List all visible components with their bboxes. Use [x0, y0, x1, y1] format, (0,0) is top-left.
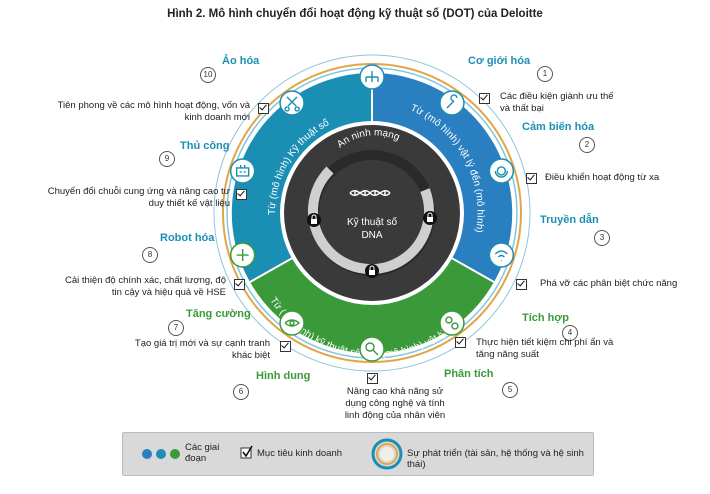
- stage-number-4: 4: [562, 325, 578, 341]
- legend-dot-green: [170, 449, 180, 459]
- stage-name-2: Cảm biến hóa: [522, 121, 595, 133]
- figure-title: Hình 2. Mô hình chuyển đổi hoạt động kỹ …: [167, 8, 543, 20]
- stage-number-5: 5: [502, 382, 518, 398]
- goal-text-5: Nâng cao khả năng sử dụng công nghệ và t…: [344, 386, 446, 421]
- stage-number-8: 8: [142, 247, 158, 263]
- eye-icon: [279, 310, 305, 336]
- goal-text-7: Cải thiện độ chính xác, chất lượng, độ t…: [65, 275, 226, 298]
- legend-dot-teal: [156, 449, 166, 459]
- stage-number-6: 6: [233, 384, 249, 400]
- magnifier-icon: [359, 336, 385, 362]
- security-ring-light: [307, 166, 434, 275]
- fingerprint-icon: [488, 158, 515, 184]
- stage-number-9: 9: [159, 151, 175, 167]
- stage-name-5: Phân tích: [444, 368, 494, 380]
- stage-name-1: Cơ giới hóa: [468, 55, 531, 67]
- legend-graphics: [142, 438, 403, 470]
- stage-name-10: Ảo hóa: [222, 55, 260, 67]
- goal-text-8: Chuyển đổi chuỗi cung ứng và nâng cao tư…: [47, 186, 230, 209]
- stage-name-4: Tích hợp: [522, 312, 569, 324]
- legend-checkbox-icon: [240, 447, 252, 459]
- plus-icon: [229, 242, 256, 268]
- stage-number-3: 3: [594, 230, 610, 246]
- goal-text-4: Thực hiện tiết kiệm chi phí ẩn và tăng n…: [476, 337, 614, 360]
- goal-text-6: Tạo giá trị mới và sự cạnh tranh khác bi…: [134, 338, 270, 361]
- goal-checkbox-icon: [526, 173, 537, 184]
- legend-development-label: Sự phát triển (tài sản, hệ thống và hệ s…: [407, 448, 584, 470]
- goal-checkbox-icon: [236, 189, 247, 200]
- stage-number-10: 10: [200, 67, 216, 83]
- stage-number-1: 1: [537, 66, 553, 82]
- stage-name-6: Hình dung: [256, 370, 311, 382]
- legend-goals-label: Mục tiêu kinh doanh: [257, 448, 343, 459]
- legend-box: Các giai đoạn Mục tiêu kinh doanh Sự phá…: [122, 432, 594, 476]
- lock-icon: [423, 211, 437, 225]
- legend-stages-label: Các giai đoạn: [185, 442, 220, 464]
- goal-checkbox-icon: [234, 279, 245, 290]
- goal-checkbox-icon: [280, 341, 291, 352]
- stage-name-3: Truyền dẫn: [540, 214, 599, 226]
- center-main-label-1: Kỹ thuật số: [347, 216, 397, 228]
- outer-ring: [213, 54, 531, 372]
- scissors-icon: [279, 90, 305, 116]
- goal-text-3: Phá vỡ các phân biệt chức năng: [540, 278, 678, 289]
- goal-text-2: Điều khiển hoạt động từ xa: [545, 172, 660, 183]
- stage-name-8: Robot hóa: [160, 232, 215, 244]
- goal-checkbox-icon: [367, 373, 378, 384]
- stage-number-7: 7: [168, 320, 184, 336]
- legend-development-ring-icon: [371, 438, 403, 470]
- stage-number-2: 2: [579, 137, 595, 153]
- wifi-icon: [488, 242, 515, 268]
- gears-icon: [439, 310, 465, 336]
- goal-text-9: Tiên phong về các mô hình hoạt động, vốn…: [57, 100, 250, 123]
- stage-name-9: Thủ công: [180, 140, 230, 152]
- goal-text-1: Các điều kiện giành ưu thế và thất bại: [500, 91, 614, 114]
- legend-dot-blue: [142, 449, 152, 459]
- lock-icon: [307, 213, 321, 227]
- development-ring: [222, 63, 522, 363]
- goal-checkbox-icon: [455, 337, 466, 348]
- network-icon: [359, 64, 385, 90]
- dna-icon: [349, 190, 391, 196]
- goal-checkbox-icon: [479, 93, 490, 104]
- stage-name-7: Tăng cường: [186, 308, 251, 320]
- goal-checkbox-icon: [258, 103, 269, 114]
- wrench-icon: [439, 90, 465, 116]
- robot-icon: [229, 158, 256, 184]
- lock-icon: [365, 264, 379, 278]
- center-main-label-2: DNA: [361, 230, 382, 241]
- goal-checkbox-icon: [516, 279, 527, 290]
